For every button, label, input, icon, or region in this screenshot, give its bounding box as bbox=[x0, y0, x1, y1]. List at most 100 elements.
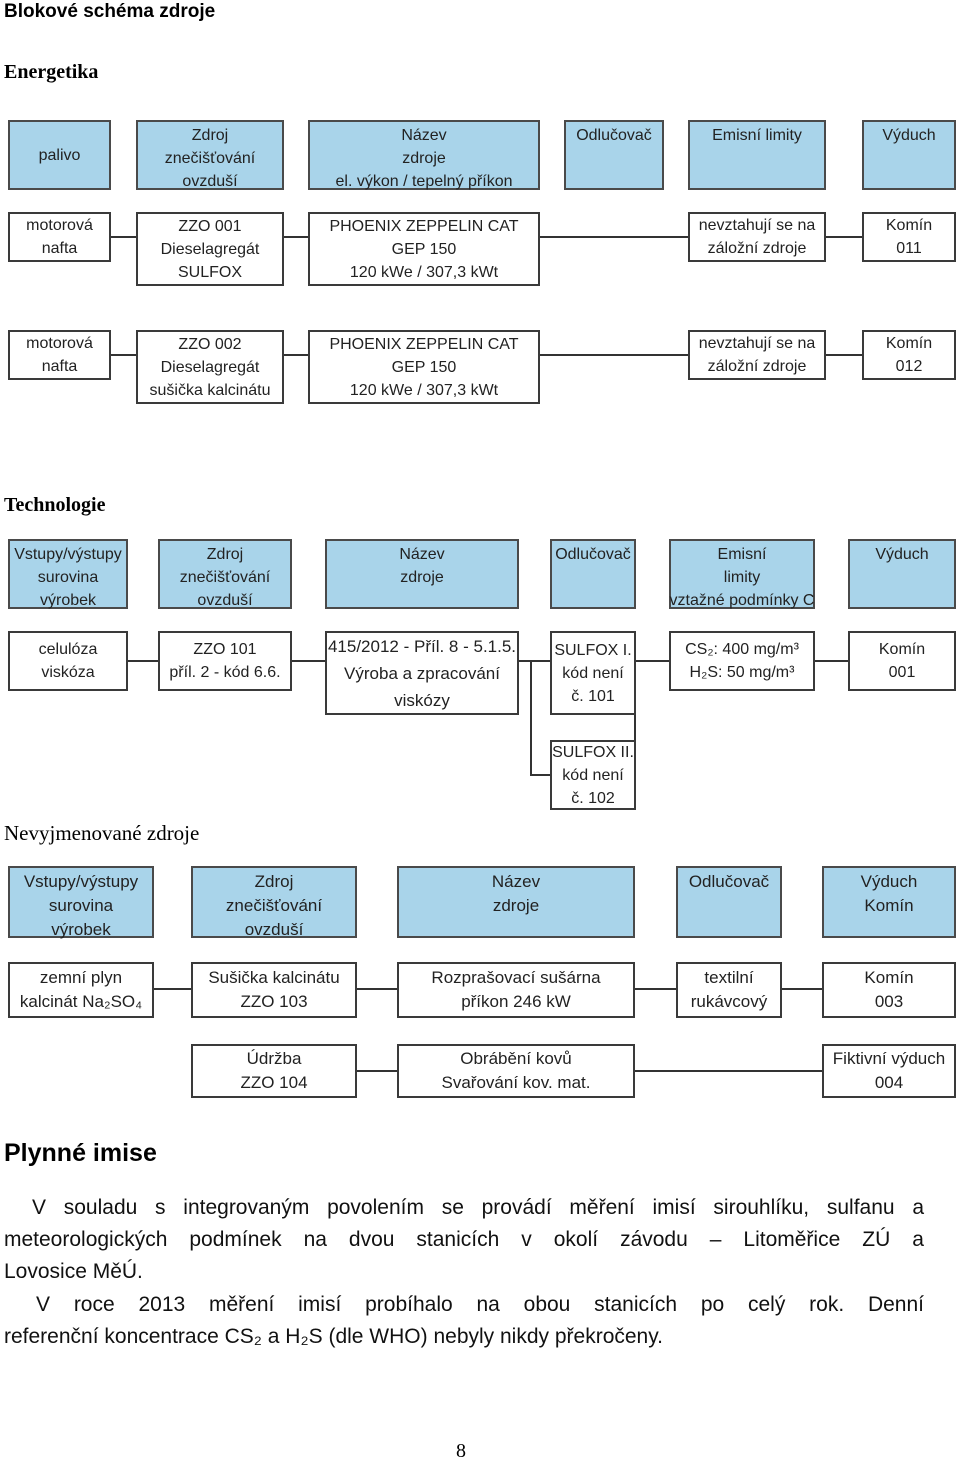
box-line: limity bbox=[723, 569, 761, 586]
box-line: znečišťování bbox=[179, 569, 271, 586]
box-line: 415/2012 - Příl. 8 - 5.1.5. bbox=[327, 636, 517, 656]
page-number: 8 bbox=[456, 1440, 466, 1462]
word: souladu bbox=[63, 1196, 138, 1219]
box-line: Zdroj bbox=[206, 546, 244, 563]
nevyjmenovane-header-odlucovac: Odlučovač bbox=[676, 866, 782, 938]
box-line: příkon 246 kW bbox=[461, 992, 571, 1011]
box-line: Fiktivní výduch bbox=[832, 1049, 946, 1068]
word: imisí bbox=[652, 1196, 696, 1219]
box-line: Výduch bbox=[882, 127, 936, 144]
word: v bbox=[521, 1228, 532, 1251]
word: měření bbox=[208, 1293, 275, 1316]
box-line: ZZO 101 bbox=[193, 641, 257, 658]
box-line: motorová bbox=[26, 217, 93, 234]
word: s bbox=[155, 1196, 166, 1219]
box-line: Rozprašovací sušárna bbox=[431, 968, 601, 987]
box-line: nevztahují se na bbox=[698, 335, 816, 352]
box-line: č. 101 bbox=[571, 687, 615, 705]
technologie-branch-vertical bbox=[530, 660, 532, 775]
technologie-header-odlucovac: Odlučovač bbox=[550, 539, 636, 609]
box-line: 003 bbox=[874, 992, 904, 1011]
box-line: Vstupy/výstupy bbox=[14, 546, 122, 563]
box-line: 120 kWe / 307,3 kWt bbox=[349, 263, 499, 281]
word: V bbox=[32, 1196, 47, 1219]
box-line: zdroje bbox=[400, 569, 444, 586]
box-line: palivo bbox=[38, 146, 81, 164]
word: Denní bbox=[867, 1293, 924, 1316]
box-line: Sušička kalcinátu bbox=[208, 968, 340, 987]
box-line: Komín bbox=[864, 968, 914, 987]
box-line: 012 bbox=[895, 358, 923, 375]
box-line: Komín bbox=[864, 896, 914, 915]
box-line: 011 bbox=[896, 240, 922, 257]
box-line: SULFOX bbox=[177, 263, 242, 281]
box-line: Zdroj bbox=[254, 872, 294, 891]
box-line: ovzduší bbox=[197, 592, 253, 609]
box-line: kód není bbox=[562, 766, 624, 784]
box-line: surovina bbox=[48, 896, 114, 915]
box-line: Odlučovač bbox=[555, 546, 631, 563]
box-line: č. 102 bbox=[571, 789, 615, 807]
energetika-row2-vyduch: Komín 012 bbox=[862, 330, 956, 380]
box-line: Vstupy/výstupy bbox=[23, 872, 139, 891]
technologie-header-vyduch: Výduch bbox=[848, 539, 956, 609]
word: obou bbox=[523, 1293, 571, 1316]
word: na bbox=[476, 1293, 500, 1316]
word: měření bbox=[569, 1196, 635, 1219]
word: Litoměřice bbox=[743, 1228, 841, 1251]
word: sirouhlíku, bbox=[713, 1196, 810, 1219]
nevyjmenovane-row1-nazev: Rozprašovací sušárna příkon 246 kW bbox=[397, 962, 635, 1018]
box-line: Název bbox=[401, 127, 447, 144]
word: závodu bbox=[620, 1228, 688, 1251]
box-line: Výduch bbox=[860, 872, 918, 891]
word: celý bbox=[747, 1293, 786, 1316]
box-line: ZZO 001 bbox=[178, 217, 242, 235]
energetika-header-palivo: palivo bbox=[8, 120, 111, 190]
section-heading-technologie: Technologie bbox=[4, 494, 106, 516]
word: imisí bbox=[298, 1293, 342, 1316]
box-line: Obrábění kovů bbox=[460, 1049, 572, 1068]
box-line: ovzduší bbox=[244, 920, 304, 939]
energetika-header-odlucovac: Odlučovač bbox=[564, 120, 664, 190]
word: provádí bbox=[481, 1196, 552, 1219]
box-line: CS₂: 400 mg/m³ bbox=[685, 641, 799, 658]
section-heading-nevyjmenovane: Nevyjmenované zdroje bbox=[4, 821, 200, 845]
box-line: GEP 150 bbox=[391, 240, 457, 258]
box-line: Název bbox=[491, 872, 541, 891]
word: po bbox=[700, 1293, 725, 1316]
box-line: nevztahují se na bbox=[698, 217, 816, 234]
box-line: Zdroj bbox=[191, 127, 229, 144]
word: na bbox=[303, 1228, 327, 1251]
box-line: 120 kWe / 307,3 kWt bbox=[349, 381, 499, 399]
box-line: Komín bbox=[885, 335, 933, 352]
box-line: záložní zdroje bbox=[707, 358, 807, 375]
paragraph-1-line-3: Lovosice MěÚ. bbox=[4, 1260, 143, 1283]
box-line: sušička kalcinátu bbox=[149, 381, 271, 399]
box-line: Název bbox=[399, 546, 445, 563]
box-line: SULFOX II. bbox=[552, 743, 634, 761]
box-line: výrobek bbox=[39, 592, 97, 609]
word: V bbox=[36, 1293, 51, 1316]
box-line: Odlučovač bbox=[688, 872, 770, 891]
box-line: motorová bbox=[26, 335, 93, 352]
box-line: Svařování kov. mat. bbox=[441, 1073, 591, 1092]
box-line: vztažné podmínky C bbox=[669, 592, 815, 609]
word: se bbox=[441, 1196, 464, 1219]
nevyjmenovane-row1-vyduch: Komín 003 bbox=[822, 962, 956, 1018]
